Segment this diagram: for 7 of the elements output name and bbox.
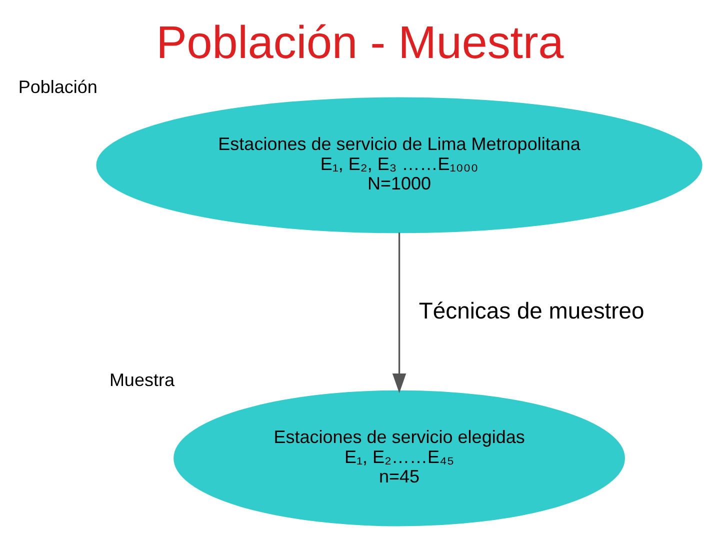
node-ellipse: Estaciones de servicio de Lima Metropolitana E₁, E₂, E₃ ……E₁₀₀₀ N=1000 — [96, 97, 702, 234]
arrow — [392, 232, 406, 394]
diagram-title: Población - Muestra — [156, 16, 564, 68]
node-label: Muestra — [109, 370, 174, 390]
node-ellipse: Estaciones de servicio elegidas E₁, E₂……E₄₅ n=45 — [174, 390, 625, 526]
node-label: Población — [18, 76, 98, 97]
edge-label: Técnicas de muestreo — [418, 298, 644, 324]
